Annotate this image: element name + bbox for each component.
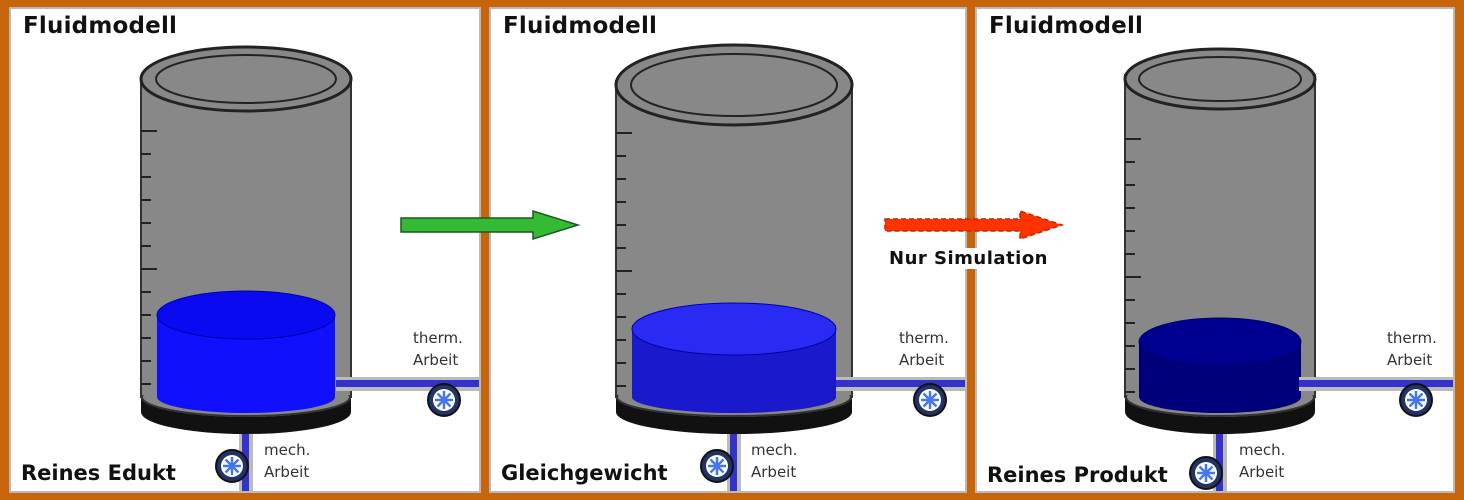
tank-diagram (1123, 47, 1453, 491)
panel-title: Fluidmodell (503, 13, 658, 39)
tank-diagram (139, 45, 479, 491)
panel-caption: Reines Edukt (21, 461, 176, 485)
panel-caption: Gleichgewicht (501, 461, 668, 485)
panel-title: Fluidmodell (989, 13, 1144, 39)
scale-ticks (141, 130, 157, 385)
mech-wheel-icon (1189, 456, 1223, 490)
panel-reines-edukt: Fluidmodell (9, 7, 481, 493)
panel-caption: Reines Produkt (987, 463, 1168, 487)
mech-work-label: mech. Arbeit (264, 441, 311, 481)
mech-work-label: mech. Arbeit (1239, 441, 1286, 481)
thermal-work-label: therm. Arbeit (413, 329, 463, 369)
thermal-work-label: therm. Arbeit (1387, 329, 1437, 369)
liquid-surface (156, 290, 336, 340)
mech-wheel-icon (215, 449, 249, 483)
dashed-arrow-right-icon (884, 209, 1065, 241)
arrow-right-icon (400, 209, 581, 241)
arrow-label: Nur Simulation (887, 248, 1050, 269)
thermal-work-label: therm. Arbeit (899, 329, 949, 369)
scale-ticks (1125, 138, 1141, 393)
liquid-surface (1138, 317, 1302, 367)
mech-work-label: mech. Arbeit (751, 441, 798, 481)
liquid-surface (631, 302, 837, 356)
tank-diagram (614, 43, 965, 491)
panel-title: Fluidmodell (23, 13, 178, 39)
thermal-wheel-icon (427, 383, 461, 417)
scale-ticks (616, 132, 632, 387)
thermal-wheel-icon (1399, 383, 1433, 417)
thermal-wheel-icon (913, 383, 947, 417)
mech-wheel-icon (700, 449, 734, 483)
